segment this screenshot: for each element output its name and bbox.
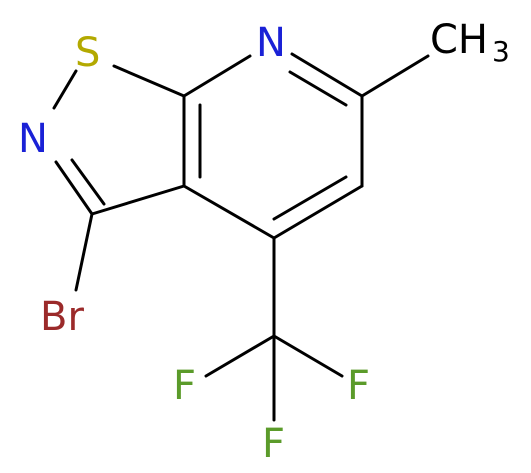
atom-br-label: Br [40,294,84,340]
atom-n-pyridine-label: N [256,20,286,66]
atom-f3-label: F [262,421,285,467]
bond-n-c3 [54,160,94,216]
bond-cf3-f1 [204,334,276,378]
bond-cf3-f2 [272,334,344,378]
atom-f1-label: F [173,363,196,409]
methyl-subscript: 3 [492,35,510,68]
bond-n7-c6-inner [288,70,348,107]
atom-n-isothiazole-label: N [18,116,48,162]
bond-c3-c3a [90,184,186,216]
bonds [52,52,430,422]
bond-c5-c4 [272,184,364,240]
bond-n7-c6 [290,52,364,98]
methyl-label: CH 3 [430,17,510,68]
atom-labels: S N N Br F F F CH 3 [18,17,510,467]
bond-c4-c3a [182,184,276,240]
bond-s-c7a [112,64,186,98]
methyl-ch-text: CH [430,17,488,63]
bond-s-n [52,69,78,110]
bond-c5-c4-inner [272,175,348,221]
bond-c3-br [74,212,94,292]
atom-f2-label: F [347,363,370,409]
bond-c7a-n7 [182,54,252,98]
atom-s-label: S [75,30,100,76]
bond-c6-ch3 [360,54,430,98]
bond-n-c3-inner [70,158,106,206]
